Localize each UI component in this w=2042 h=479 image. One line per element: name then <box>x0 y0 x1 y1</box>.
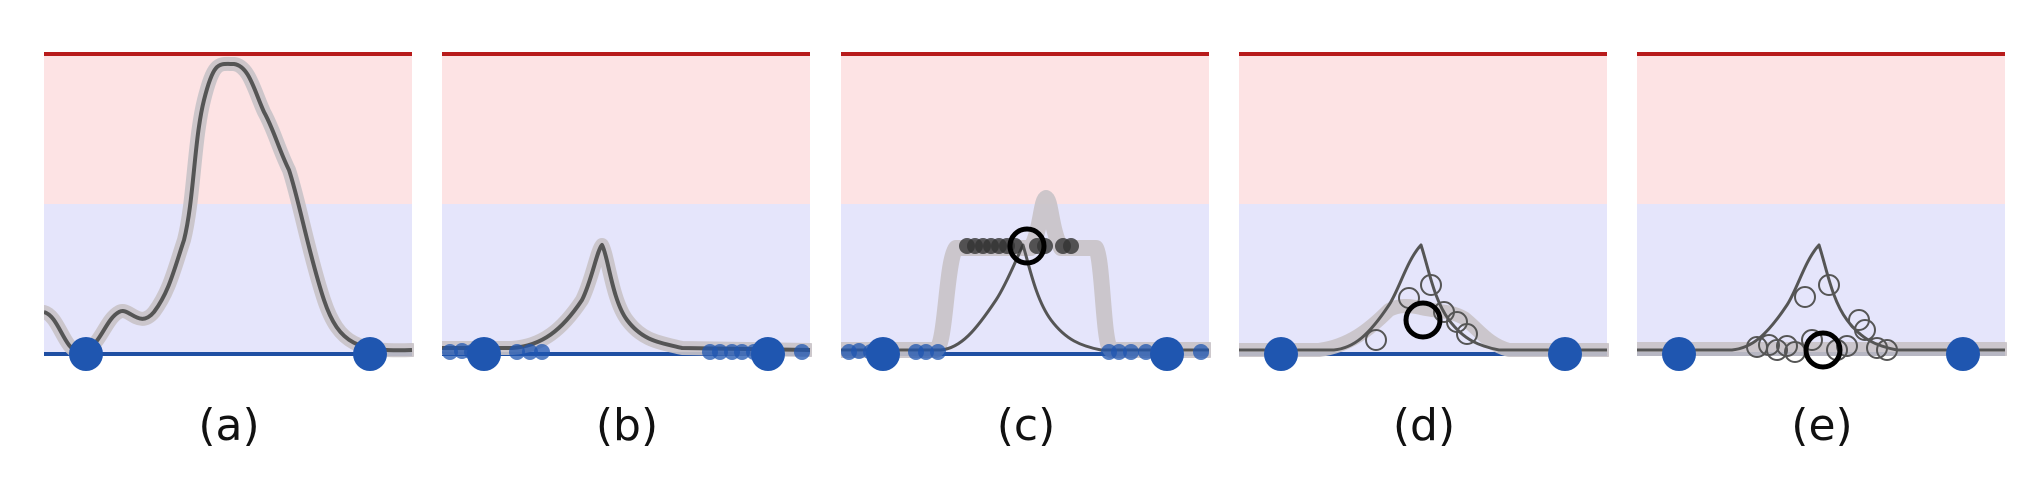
panel-a: (a) <box>44 0 444 479</box>
upper-band <box>44 54 412 204</box>
upper-band <box>1637 54 2005 204</box>
panel-label: (e) <box>1791 400 1853 451</box>
curve <box>442 243 811 352</box>
left-endpoint-dot <box>467 337 501 371</box>
selected-marker <box>1403 300 1443 340</box>
curve <box>841 243 1209 352</box>
right-endpoint-dot <box>1548 337 1582 371</box>
panel-d: (d) <box>1239 0 1639 479</box>
left-endpoint-dot <box>69 337 103 371</box>
panel-b: (b) <box>442 0 842 479</box>
panel-e: (e) <box>1637 0 2037 479</box>
right-endpoint-dot <box>751 337 785 371</box>
left-dot-cluster <box>841 343 946 360</box>
upper-band <box>442 54 810 204</box>
right-endpoint-dot <box>1946 337 1980 371</box>
right-dot-cluster <box>1101 344 1209 360</box>
left-endpoint-dot <box>1264 337 1298 371</box>
selected-marker <box>1803 330 1843 370</box>
upper-band <box>841 54 1209 204</box>
panel-label: (b) <box>595 400 659 451</box>
left-endpoint-dot <box>866 337 900 371</box>
panel-d-plot <box>1239 52 1609 371</box>
right-dot-cluster <box>702 344 810 360</box>
curve-halo <box>1239 298 1609 357</box>
panel-b-plot <box>442 52 812 371</box>
panel-c-plot <box>841 52 1211 371</box>
plateau-halo <box>841 190 1211 358</box>
panel-label: (a) <box>198 400 260 451</box>
lower-band <box>841 204 1209 354</box>
panel-a-plot <box>44 52 414 371</box>
upper-band <box>1239 54 1607 204</box>
curve <box>44 61 413 354</box>
panel-e-plot <box>1637 52 2007 371</box>
panel-label: (c) <box>996 400 1056 451</box>
panel-c: (c) <box>841 0 1241 479</box>
selected-marker <box>1007 226 1047 266</box>
panel-label: (d) <box>1392 400 1456 451</box>
lower-band <box>442 204 810 354</box>
left-endpoint-dot <box>1662 337 1696 371</box>
right-endpoint-dot <box>353 337 387 371</box>
plateau-dot-row <box>959 238 1079 254</box>
curve <box>1637 243 2005 352</box>
curve <box>1239 243 1607 352</box>
right-endpoint-dot <box>1150 337 1184 371</box>
